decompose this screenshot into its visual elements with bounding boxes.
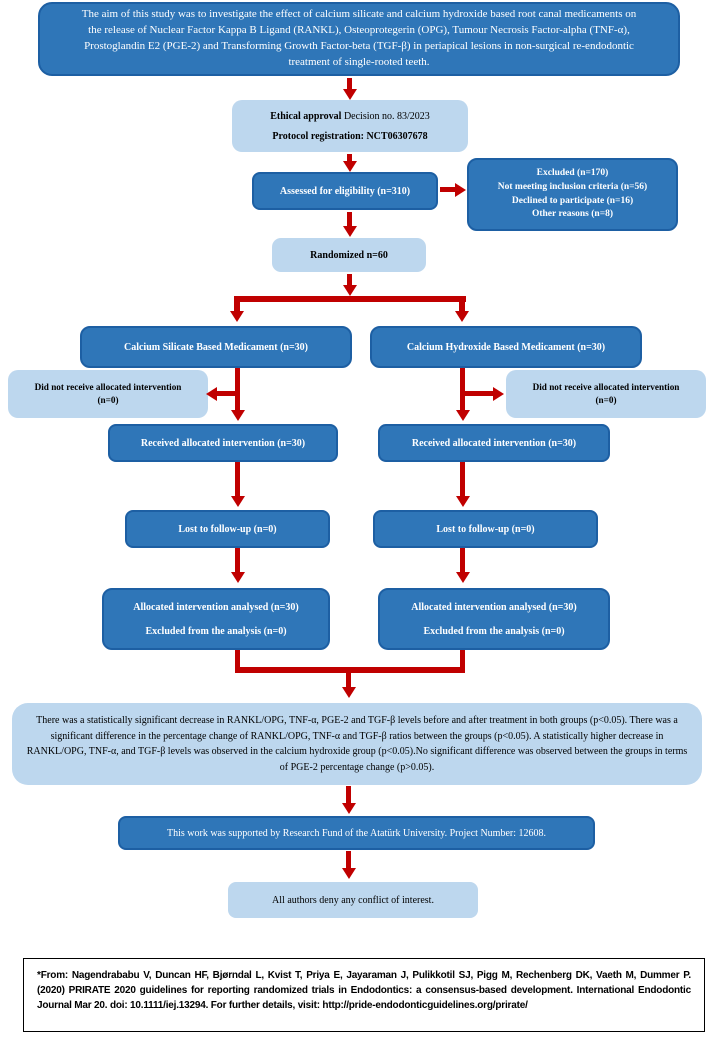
arrowhead-down-icon <box>456 572 470 583</box>
arrow-lostright-to-analysed <box>460 548 465 574</box>
study-aim-text: The aim of this study was to investigate… <box>81 8 637 68</box>
arrowhead-down-icon <box>231 572 245 583</box>
arrow-aim-to-ethical <box>347 78 352 90</box>
arrowhead-right-icon <box>493 387 504 401</box>
arrow-armleft-to-received <box>235 368 240 412</box>
arrow-ethical-to-assessed <box>347 154 352 162</box>
randomized-box: Randomized n=60 <box>272 238 426 272</box>
arrowhead-down-icon <box>455 311 469 322</box>
arrow-funding-to-conflict <box>346 851 351 869</box>
arrowhead-left-icon <box>206 387 217 401</box>
assessed-eligibility-box: Assessed for eligibility (n=310) <box>252 172 438 210</box>
conflict-of-interest-box: All authors deny any conflict of interes… <box>228 882 478 918</box>
split-drop-right <box>459 296 465 313</box>
arrowhead-down-icon <box>230 311 244 322</box>
citation-footer-box: *From: Nagendrababu V, Duncan HF, Bjørnd… <box>23 958 705 1032</box>
lost-followup-right-box: Lost to follow-up (n=0) <box>373 510 598 548</box>
merge-left-stem <box>235 650 240 672</box>
study-aim-box: The aim of this study was to investigate… <box>38 2 680 76</box>
merge-right-stem <box>460 650 465 672</box>
arrow-assessed-to-randomized <box>347 212 352 227</box>
arrow-results-to-funding <box>346 786 351 804</box>
results-summary-box: There was a statistically significant de… <box>12 703 702 785</box>
analysed-left-box: Allocated intervention analysed (n=30) E… <box>102 588 330 650</box>
arrowhead-down-icon <box>343 161 357 172</box>
calcium-silicate-arm-box: Calcium Silicate Based Medicament (n=30) <box>80 326 352 368</box>
arrow-receivedleft-to-lost <box>235 462 240 498</box>
excluded-box: Excluded (n=170) Not meeting inclusion c… <box>467 158 678 231</box>
arrowhead-down-icon <box>456 496 470 507</box>
arrow-armright-to-received <box>460 368 465 412</box>
arrow-assessed-to-excluded <box>440 187 457 192</box>
arrowhead-down-icon <box>231 496 245 507</box>
arrowhead-down-icon <box>343 89 357 100</box>
funding-box: This work was supported by Research Fund… <box>118 816 595 850</box>
branch-right-stem <box>465 391 494 396</box>
calcium-hydroxide-arm-box: Calcium Hydroxide Based Medicament (n=30… <box>370 326 642 368</box>
did-not-receive-left-box: Did not receive allocated intervention (… <box>8 370 208 418</box>
arrowhead-down-icon <box>231 410 245 421</box>
arrow-lostleft-to-analysed <box>235 548 240 574</box>
received-intervention-right-box: Received allocated intervention (n=30) <box>378 424 610 462</box>
received-intervention-left-box: Received allocated intervention (n=30) <box>108 424 338 462</box>
merge-bar <box>235 667 465 673</box>
protocol-registration-line: Protocol registration: NCT06307678 <box>272 130 428 142</box>
arrowhead-down-icon <box>342 687 356 698</box>
arrowhead-right-icon <box>455 183 466 197</box>
arrow-randomized-to-split <box>347 274 352 286</box>
branch-left-stem <box>216 391 237 396</box>
arrow-receivedright-to-lost <box>460 462 465 498</box>
arrow-merge-to-results <box>346 673 351 688</box>
did-not-receive-right-box: Did not receive allocated intervention (… <box>506 370 706 418</box>
ethical-approval-line: Ethical approval Decision no. 83/2023 <box>270 110 430 122</box>
arrowhead-down-icon <box>343 285 357 296</box>
split-bar <box>234 296 466 302</box>
split-drop-left <box>234 296 240 313</box>
ethical-approval-box: Ethical approval Decision no. 83/2023 Pr… <box>232 100 468 152</box>
lost-followup-left-box: Lost to follow-up (n=0) <box>125 510 330 548</box>
analysed-right-box: Allocated intervention analysed (n=30) E… <box>378 588 610 650</box>
arrowhead-down-icon <box>456 410 470 421</box>
arrowhead-down-icon <box>343 226 357 237</box>
arrowhead-down-icon <box>342 868 356 879</box>
arrowhead-down-icon <box>342 803 356 814</box>
